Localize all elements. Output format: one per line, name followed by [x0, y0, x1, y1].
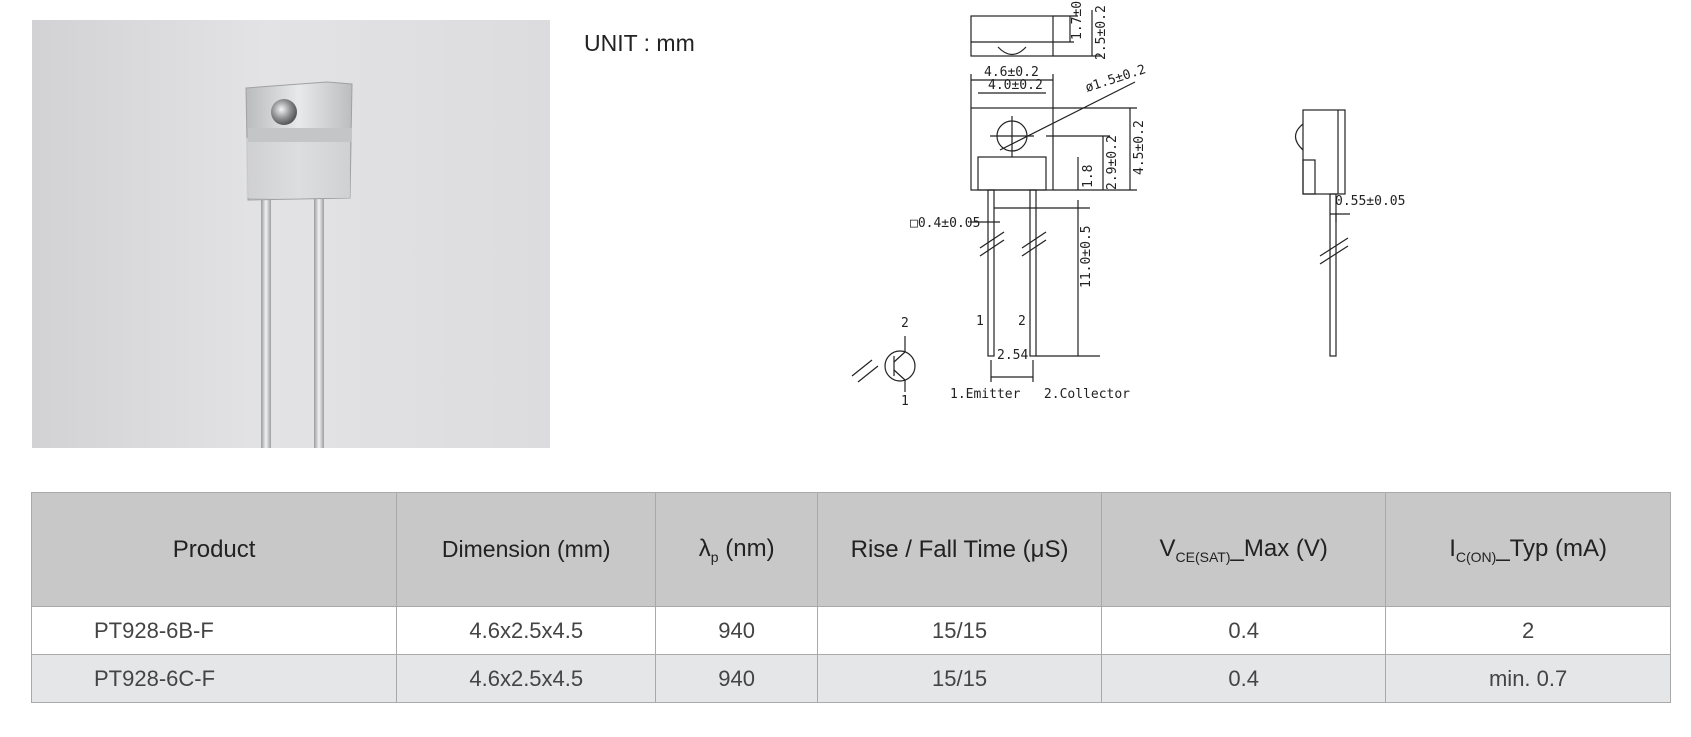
unit-label: UNIT : mm [584, 30, 695, 56]
cell-wavelength: 940 [655, 654, 818, 703]
table-row: PT928-6B-F 4.6x2.5x4.5 940 15/15 0.4 2 [30, 606, 1671, 655]
symbol-pin-2: 2 [901, 316, 909, 331]
header-ic: IC(ON)_Typ (mA) [1385, 492, 1671, 607]
table-header-row: Product Dimension (mm) λp (nm) Rise / Fa… [30, 492, 1671, 607]
cell-dimension: 4.6x2.5x4.5 [396, 654, 657, 703]
dim-base: 1.8 [1081, 165, 1096, 188]
dim-top-depth-2: 2.5±0.2 [1094, 5, 1109, 60]
symbol-pin-1: 1 [901, 394, 909, 409]
header-rise-fall: Rise / Fall Time (μS) [816, 492, 1103, 607]
cell-dimension: 4.6x2.5x4.5 [396, 606, 657, 655]
table-row: PT928-6C-F 4.6x2.5x4.5 940 15/15 0.4 min… [30, 654, 1671, 703]
spec-table: Product Dimension (mm) λp (nm) Rise / Fa… [30, 492, 1671, 703]
cell-rise-fall: 15/15 [816, 606, 1103, 655]
cell-vce: 0.4 [1101, 606, 1387, 655]
header-vce: VCE(SAT)_Max (V) [1101, 492, 1387, 607]
dim-width-inner: 4.0±0.2 [988, 78, 1043, 93]
dim-width-outer: 4.6±0.2 [984, 65, 1039, 80]
cell-wavelength: 940 [655, 606, 818, 655]
header-product: Product [30, 492, 398, 607]
dim-lens-diameter: ø1.5±0.2 [1084, 62, 1148, 96]
cell-product: PT928-6B-F [30, 606, 398, 655]
dim-height: 4.5±0.2 [1132, 120, 1147, 175]
dim-lens-center: 2.9±0.2 [1105, 135, 1120, 190]
cell-vce: 0.4 [1101, 654, 1387, 703]
dim-lead-length: 11.0±0.5 [1079, 225, 1094, 288]
cell-product: PT928-6C-F [30, 654, 398, 703]
pin-2-label: 2 [1018, 314, 1026, 329]
dim-lead-square: □0.4±0.05 [910, 216, 980, 231]
dim-pitch: 2.54 [997, 348, 1028, 363]
product-photo [32, 20, 550, 448]
cell-rise-fall: 15/15 [816, 654, 1103, 703]
header-wavelength: λp (nm) [655, 492, 818, 607]
pin-legend: 1.Emitter 2.Collector [950, 387, 1130, 402]
pin-1-label: 1 [976, 314, 984, 329]
header-dimension: Dimension (mm) [396, 492, 657, 607]
dim-lead-thickness: 0.55±0.05 [1335, 194, 1405, 209]
dimension-drawing: 1.7±0.2 2.5±0.2 4.6±0.2 4.0±0.2 ø1.5±0.2… [851, 0, 1405, 409]
dim-top-depth-1: 1.7±0.2 [1070, 0, 1085, 40]
cell-ic: 2 [1385, 606, 1671, 655]
cell-ic: min. 0.7 [1385, 654, 1671, 703]
